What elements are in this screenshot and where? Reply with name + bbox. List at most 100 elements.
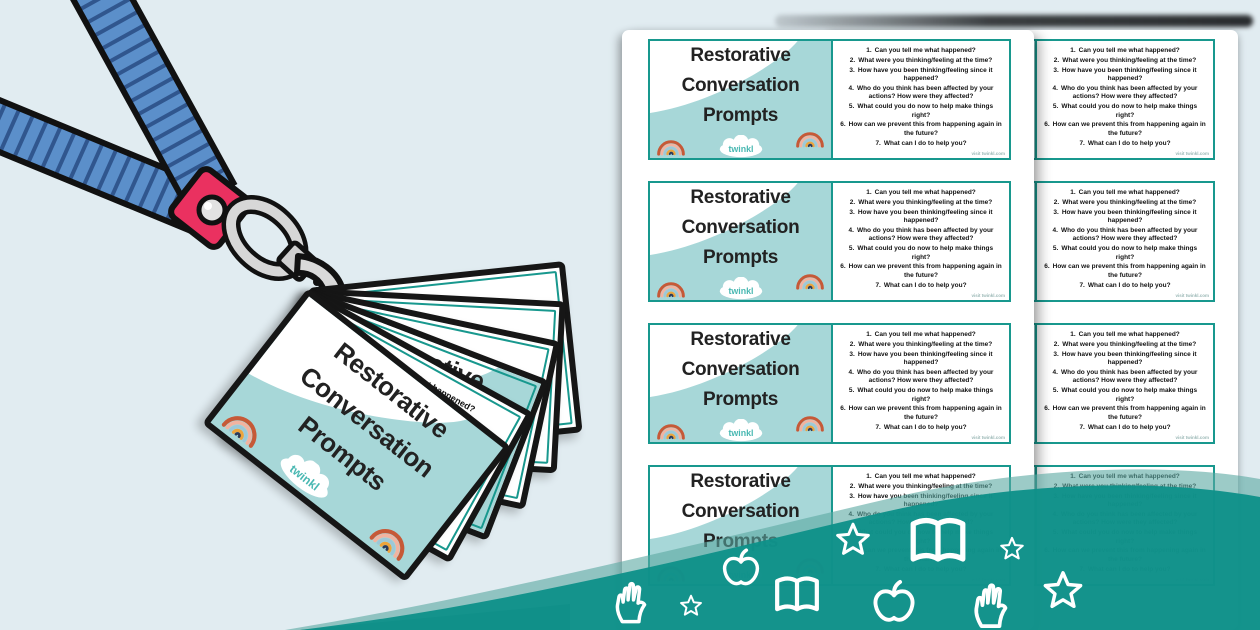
- question-item: 7.What can I do to help you?: [1044, 566, 1206, 574]
- question-item: 6.How can we prevent this from happening…: [840, 121, 1002, 138]
- question-text: How can we prevent this from happening a…: [848, 547, 1002, 563]
- prompt-card: Restorative Conversation Prompts: [648, 465, 1011, 586]
- small-print: visit twinkl.com: [971, 293, 1005, 298]
- question-number: 6.: [1044, 547, 1050, 555]
- question-number: 6.: [840, 547, 846, 555]
- question-number: 3.: [849, 492, 855, 500]
- question-text: What can I do to help you?: [883, 139, 967, 147]
- card-title: Restorative Conversation Prompts: [650, 183, 831, 267]
- question-item: 1.Can you tell me what happened?: [1044, 473, 1206, 481]
- question-text: What can I do to help you?: [883, 565, 967, 573]
- question-text: How have you been thinking/feeling since…: [1061, 208, 1197, 224]
- question-item: 1.Can you tell me what happened?: [840, 189, 1002, 197]
- question-text: How can we prevent this from happening a…: [1052, 405, 1206, 421]
- question-number: 4.: [1052, 226, 1058, 234]
- question-text: Can you tell me what happened?: [874, 330, 976, 338]
- question-number: 6.: [840, 405, 846, 413]
- question-item: 1.Can you tell me what happened?: [840, 331, 1002, 339]
- question-item: 3.How have you been thinking/feeling sin…: [1044, 67, 1206, 84]
- question-item: 5.What could you do now to help make thi…: [840, 387, 1002, 404]
- question-number: 5.: [1052, 529, 1059, 537]
- card-title-panel: Restorative Conversation Prompts: [650, 41, 831, 158]
- question-number: 4.: [848, 510, 854, 518]
- question-text: What were you thinking/feeling at the ti…: [858, 340, 993, 348]
- question-item: 7.What can I do to help you?: [1044, 140, 1206, 148]
- question-item: 1.Can you tell me what happened?: [1044, 189, 1206, 197]
- small-print: visit twinkl.com: [971, 577, 1005, 582]
- question-item: 5.What could you do now to help make thi…: [1044, 387, 1206, 404]
- question-text: Who do you think has been affected by yo…: [856, 510, 994, 527]
- small-print: visit twinkl.com: [1175, 577, 1209, 582]
- question-number: 2.: [849, 482, 856, 490]
- twinkl-logo-text: twinkl: [728, 286, 753, 296]
- twinkl-logo-text: twinkl: [728, 428, 753, 438]
- question-text: Who do you think has been affected by yo…: [1060, 510, 1198, 527]
- question-number: 5.: [848, 103, 855, 111]
- question-number: 7.: [875, 281, 881, 289]
- question-item: 3.How have you been thinking/feeling sin…: [840, 67, 1002, 84]
- question-text: Who do you think has been affected by yo…: [856, 368, 994, 385]
- card-title-line: Restorative: [690, 329, 791, 350]
- question-item: 5.What could you do now to help make thi…: [1044, 529, 1206, 546]
- question-text: Can you tell me what happened?: [1078, 46, 1180, 54]
- question-text: Can you tell me what happened?: [1078, 188, 1180, 196]
- question-text: How have you been thinking/feeling since…: [857, 66, 993, 82]
- rainbow-icon: [796, 558, 824, 574]
- question-text: How have you been thinking/feeling since…: [857, 492, 993, 508]
- question-item: 6.How can we prevent this from happening…: [1044, 263, 1206, 280]
- question-item: 3.How have you been thinking/feeling sin…: [840, 493, 1002, 510]
- card-title-line: Restorative: [690, 187, 791, 208]
- question-number: 1.: [866, 188, 872, 196]
- question-number: 1.: [1070, 46, 1076, 54]
- question-item: 6.How can we prevent this from happening…: [840, 263, 1002, 280]
- question-text: What can I do to help you?: [883, 281, 967, 289]
- question-item: 2.What were you thinking/feeling at the …: [840, 341, 1002, 349]
- question-number: 6.: [1044, 121, 1050, 129]
- question-text: What were you thinking/feeling at the ti…: [1062, 340, 1197, 348]
- page-top-shadow: [775, 15, 1253, 27]
- question-text: How have you been thinking/feeling since…: [1061, 350, 1197, 366]
- question-item: 2.What were you thinking/feeling at the …: [1044, 341, 1206, 349]
- question-number: 2.: [849, 56, 856, 64]
- twinkl-logo-cloud: twinkl: [719, 135, 762, 158]
- question-item: 5.What could you do now to help make thi…: [840, 245, 1002, 262]
- question-number: 6.: [1044, 263, 1050, 271]
- question-number: 1.: [1070, 330, 1076, 338]
- question-item: 2.What were you thinking/feeling at the …: [1044, 57, 1206, 65]
- question-number: 4.: [848, 368, 854, 376]
- question-item: 3.How have you been thinking/feeling sin…: [840, 351, 1002, 368]
- question-text: What can I do to help you?: [1087, 565, 1171, 573]
- question-number: 4.: [1052, 510, 1058, 518]
- question-number: 7.: [1079, 139, 1085, 147]
- question-text: Can you tell me what happened?: [1078, 472, 1180, 480]
- rainbow-icon: [657, 282, 685, 298]
- question-item: 6.How can we prevent this from happening…: [840, 547, 1002, 564]
- question-number: 5.: [848, 529, 855, 537]
- question-text: How can we prevent this from happening a…: [1052, 547, 1206, 563]
- question-number: 6.: [840, 121, 846, 129]
- question-item: 4.Who do you think has been affected by …: [1044, 369, 1206, 386]
- question-text: What could you do now to help make thing…: [1061, 529, 1198, 545]
- card-title-line: Restorative: [690, 471, 791, 492]
- question-item: 7.What can I do to help you?: [1044, 282, 1206, 290]
- card-title-line: Prompts: [703, 389, 778, 410]
- question-item: 4.Who do you think has been affected by …: [1044, 85, 1206, 102]
- rainbow-icon: [796, 132, 824, 148]
- question-item: 4.Who do you think has been affected by …: [1044, 227, 1206, 244]
- question-text: How can we prevent this from happening a…: [848, 263, 1002, 279]
- question-number: 2.: [1053, 56, 1060, 64]
- question-item: 2.What were you thinking/feeling at the …: [1044, 483, 1206, 491]
- question-item: 1.Can you tell me what happened?: [840, 473, 1002, 481]
- question-text: How can we prevent this from happening a…: [848, 121, 1002, 137]
- title-wave-shape: [650, 183, 798, 255]
- question-item: 2.What were you thinking/feeling at the …: [1044, 199, 1206, 207]
- question-number: 3.: [1053, 350, 1059, 358]
- twinkl-logo-cloud: twinkl: [719, 561, 762, 584]
- card-question-panel: 1.Can you tell me what happened? 2.What …: [1035, 183, 1213, 300]
- card-title-line: Prompts: [703, 105, 778, 126]
- card-title: Restorative Conversation Prompts: [650, 41, 831, 125]
- question-item: 5.What could you do now to help make thi…: [1044, 245, 1206, 262]
- question-text: Who do you think has been affected by yo…: [1060, 84, 1198, 101]
- question-text: What could you do now to help make thing…: [857, 529, 994, 545]
